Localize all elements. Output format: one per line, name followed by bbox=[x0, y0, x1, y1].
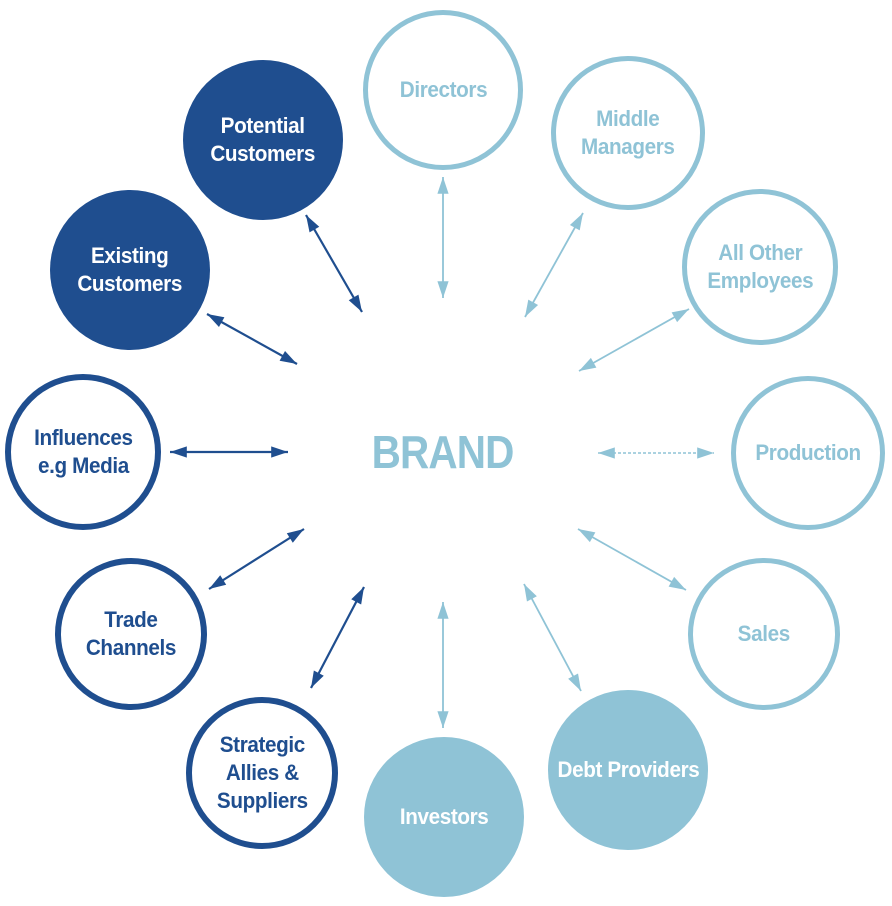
arrow-sales bbox=[577, 528, 687, 591]
node-directors-label: Directors bbox=[399, 76, 487, 102]
brand-center-label: BRAND bbox=[343, 420, 543, 484]
arrow-strategic-allies-suppliers bbox=[310, 586, 365, 689]
arrow-all-other-employees bbox=[578, 308, 690, 372]
node-debt-providers: Debt Providers bbox=[548, 690, 708, 850]
node-influences-media-label: Influences e.g Media bbox=[33, 424, 133, 478]
node-investors: Investors bbox=[364, 737, 524, 897]
node-existing-customers-label: Existing Customers bbox=[77, 242, 183, 296]
node-potential-customers-label: Potential Customers bbox=[210, 112, 316, 166]
arrow-existing-customers bbox=[206, 313, 298, 365]
node-all-other-employees: All Other Employees bbox=[682, 189, 838, 345]
arrow-middle-managers bbox=[524, 212, 584, 318]
node-strategic-allies-suppliers-label: Strategic Allies & Suppliers bbox=[216, 731, 308, 814]
node-all-other-employees-label: All Other Employees bbox=[707, 239, 813, 293]
node-trade-channels: Trade Channels bbox=[55, 558, 207, 710]
node-trade-channels-label: Trade Channels bbox=[85, 606, 177, 660]
node-middle-managers-label: Middle Managers bbox=[581, 105, 675, 159]
node-potential-customers: Potential Customers bbox=[183, 60, 343, 220]
node-investors-label: Investors bbox=[399, 803, 489, 829]
node-influences-media: Influences e.g Media bbox=[5, 374, 161, 530]
node-middle-managers: Middle Managers bbox=[551, 56, 705, 210]
node-sales-label: Sales bbox=[737, 620, 791, 646]
arrow-trade-channels bbox=[208, 528, 305, 590]
node-production: Production bbox=[731, 376, 885, 530]
node-debt-providers-label: Debt Providers bbox=[557, 756, 699, 782]
node-existing-customers: Existing Customers bbox=[50, 190, 210, 350]
node-directors: Directors bbox=[363, 10, 523, 170]
node-sales: Sales bbox=[688, 558, 840, 710]
arrow-debt-providers bbox=[523, 583, 582, 692]
brand-center-label-text: BRAND bbox=[372, 426, 515, 478]
node-production-label: Production bbox=[755, 439, 861, 465]
arrow-potential-customers bbox=[305, 214, 363, 313]
node-strategic-allies-suppliers: Strategic Allies & Suppliers bbox=[186, 697, 338, 849]
